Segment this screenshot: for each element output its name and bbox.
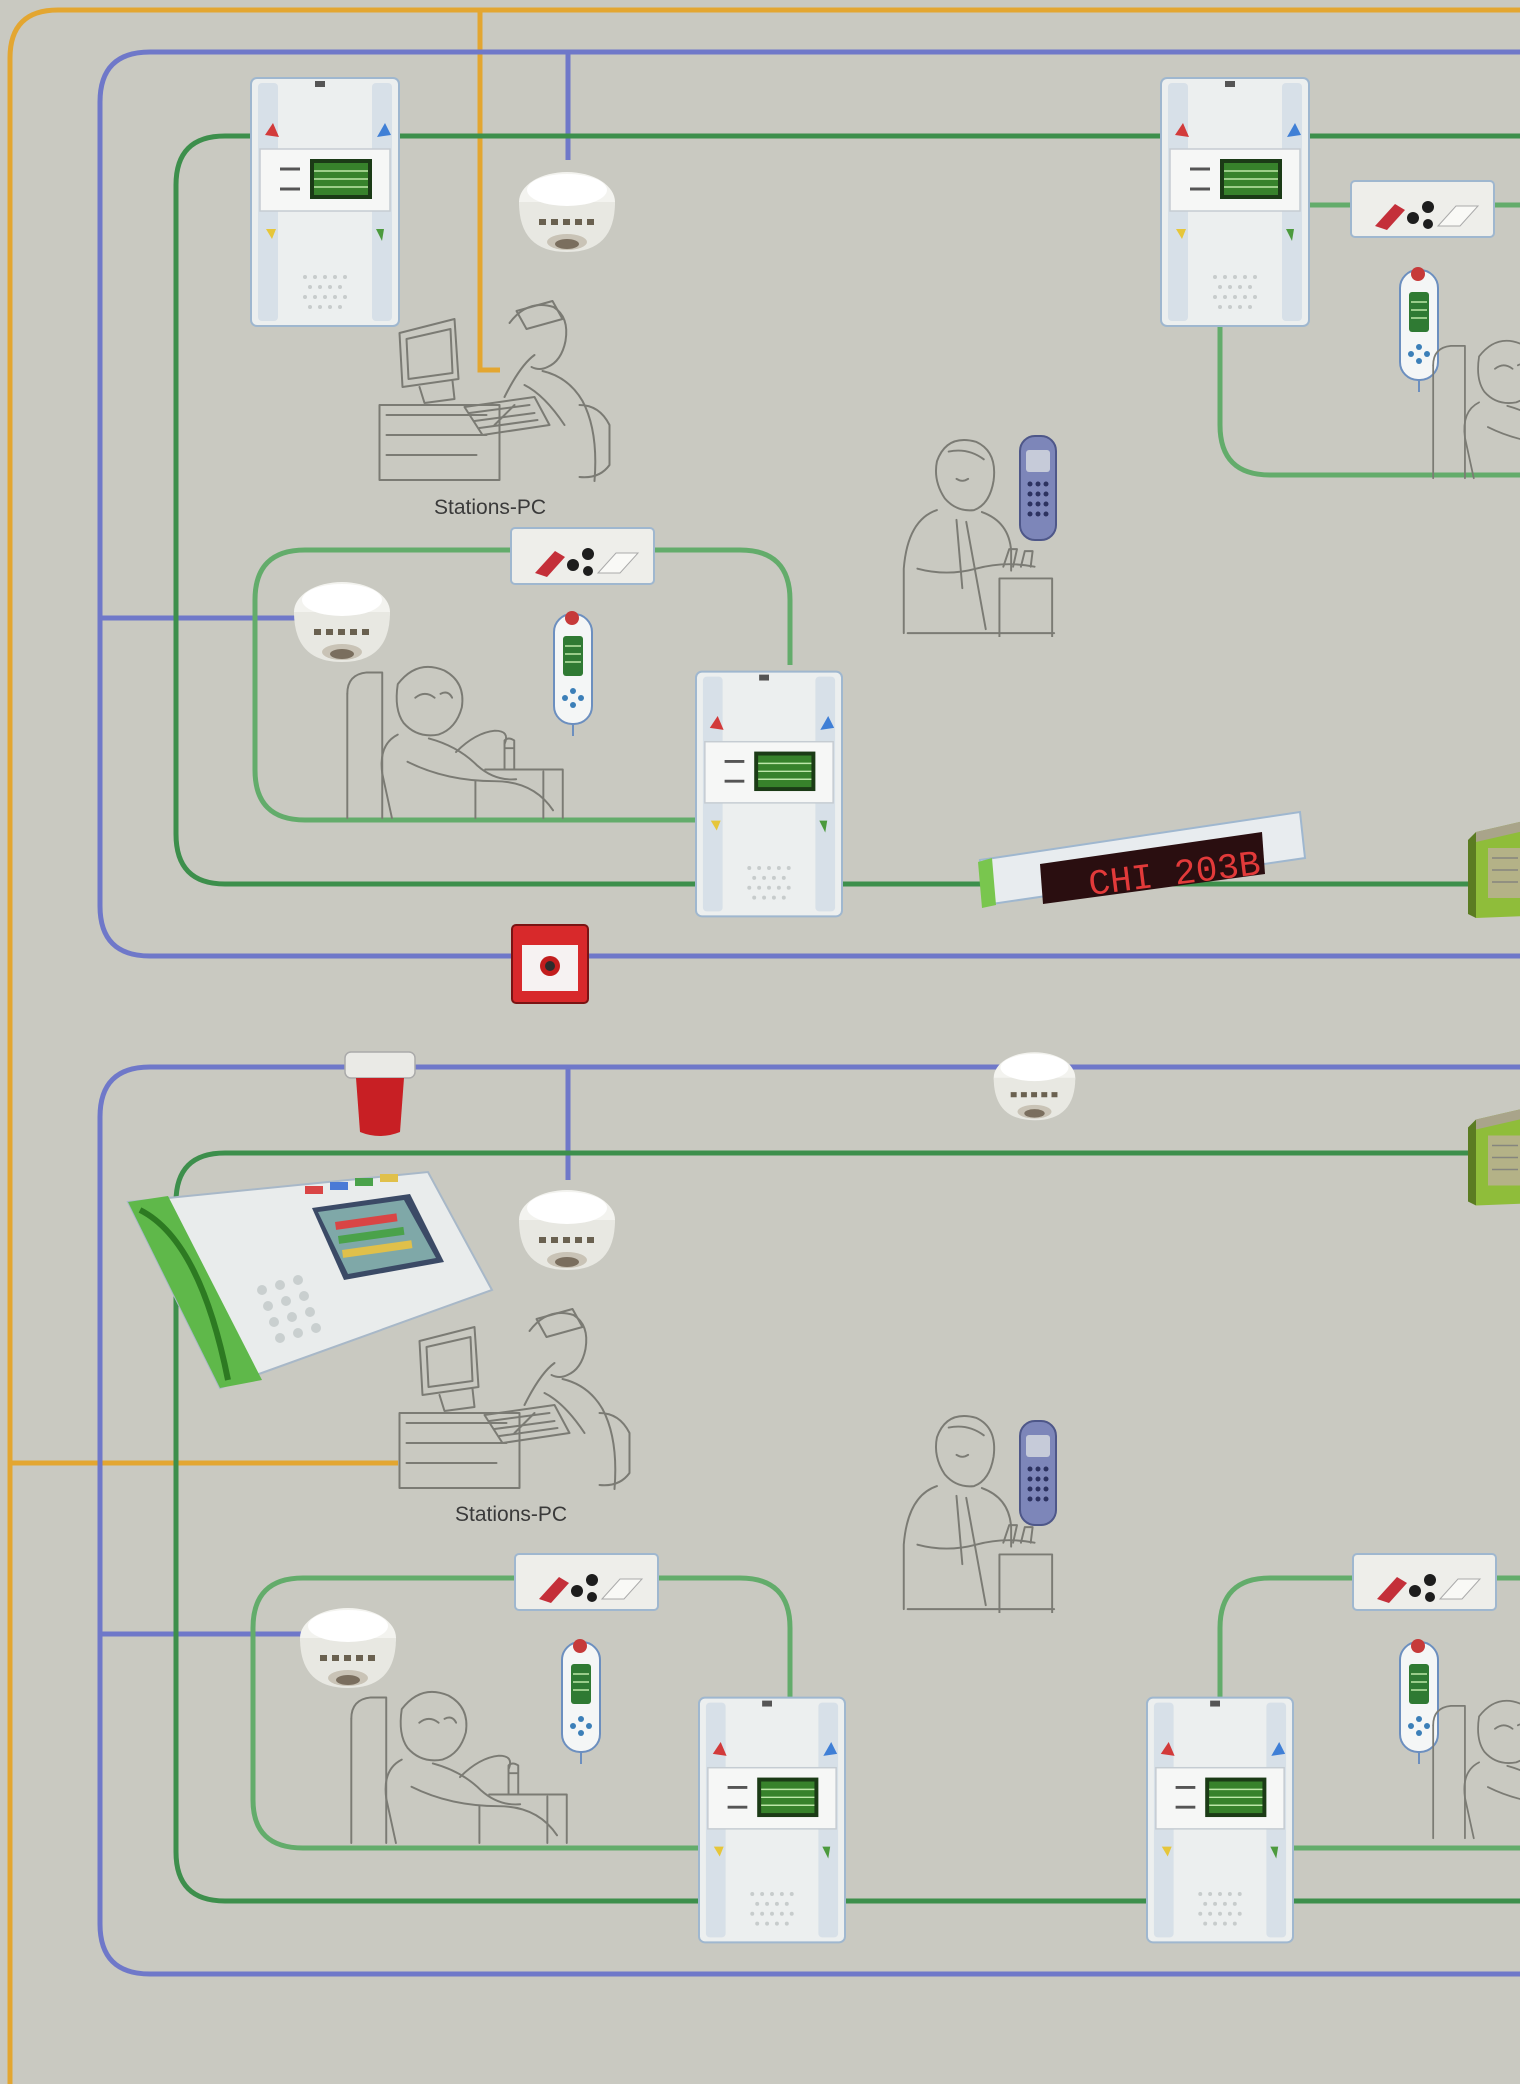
server-unit-icon xyxy=(1468,1106,1520,1207)
patient-in-bed-sketch xyxy=(346,665,564,820)
nurse-call-panel-icon xyxy=(1160,76,1310,328)
smoke-detector-icon xyxy=(519,1190,615,1270)
smoke-detector-icon xyxy=(300,1608,396,1688)
fire-alarm-button-icon xyxy=(511,924,589,1004)
dect-phone-icon xyxy=(1019,1420,1057,1526)
patient-in-bed-sketch xyxy=(1432,339,1520,480)
call-module-icon xyxy=(1350,180,1495,238)
handset-remote-icon xyxy=(553,610,593,736)
handset-remote-icon xyxy=(561,1638,601,1764)
stations-pc-label: Stations-PC xyxy=(455,1503,567,1526)
call-module-icon xyxy=(510,527,655,585)
stations-pc-label: Stations-PC xyxy=(434,496,546,519)
nurse-at-pc-sketch xyxy=(398,1307,631,1491)
desk-console-icon xyxy=(126,1170,494,1390)
patient-in-bed-sketch xyxy=(1432,1699,1520,1840)
orange-bus xyxy=(7,7,1520,2084)
call-module-icon xyxy=(1352,1553,1497,1611)
nurse-call-panel-icon xyxy=(250,76,400,328)
light-green-bus xyxy=(250,202,1520,1851)
nurse-call-panel-icon xyxy=(1146,1696,1294,1944)
blue-bus xyxy=(97,49,1520,1977)
smoke-detector-icon xyxy=(294,582,390,662)
server-unit-icon xyxy=(1468,819,1520,918)
smoke-detector-icon xyxy=(519,172,615,252)
dect-phone-icon xyxy=(1019,435,1057,541)
nurse-call-panel-icon xyxy=(695,670,843,918)
alarm-sounder-icon xyxy=(344,1051,416,1136)
nurse-at-pc-sketch xyxy=(378,299,611,483)
dark-green-bus xyxy=(173,133,1520,1904)
smoke-detector-icon xyxy=(994,1052,1076,1120)
nurse-call-panel-icon xyxy=(698,1696,846,1944)
led-display-icon: CHI 203B xyxy=(978,810,1307,908)
patient-in-bed-sketch xyxy=(350,1690,568,1845)
call-module-icon xyxy=(514,1553,659,1611)
